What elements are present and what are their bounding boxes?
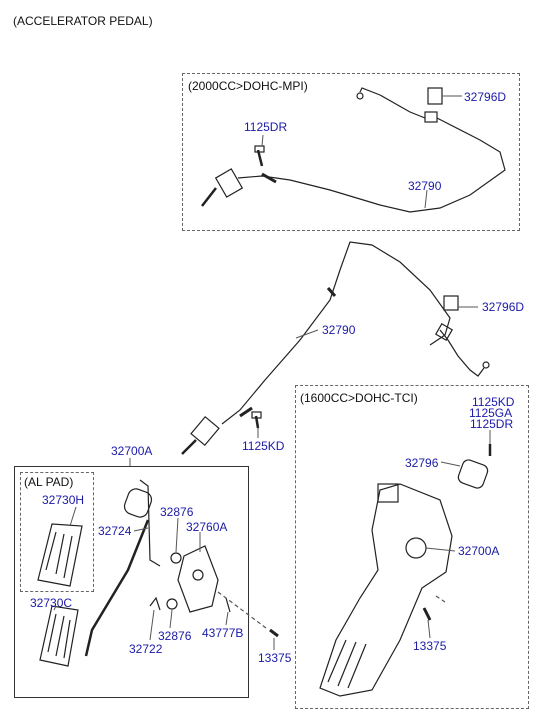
part-label-32796: 32796 bbox=[405, 456, 439, 470]
part-label-32722: 32722 bbox=[129, 642, 163, 656]
part-label-32790-main: 32790 bbox=[322, 323, 356, 337]
part-label-1125kd-tci: 1125KD bbox=[472, 395, 515, 409]
part-label-32730h: 32730H bbox=[42, 493, 85, 507]
pedal-arm bbox=[84, 519, 150, 657]
pedal-pad-32724 bbox=[123, 488, 153, 518]
bushing-32876-top bbox=[170, 552, 182, 564]
part-label-32796d-mpi: 32796D bbox=[464, 90, 507, 104]
mpi-cable-adjuster bbox=[424, 111, 438, 123]
part-label-32876-top: 32876 bbox=[160, 505, 194, 519]
part-label-1125dr-tci: 1125DR bbox=[470, 417, 514, 431]
tci-pedal-32700a bbox=[319, 483, 453, 697]
al-pad-32730h bbox=[37, 523, 83, 587]
tci-nut-13375 bbox=[422, 607, 432, 621]
main-cable-body bbox=[221, 241, 451, 425]
part-label-32876-bottom: 32876 bbox=[158, 629, 192, 643]
spring-32722 bbox=[149, 596, 161, 611]
tci-section-box bbox=[295, 385, 529, 709]
al-pad-label: (AL PAD) bbox=[24, 475, 74, 489]
part-label-13375-tci: 13375 bbox=[413, 639, 447, 653]
mpi-section-box bbox=[182, 73, 520, 231]
mpi-cable-end bbox=[359, 87, 426, 119]
mpi-cable-terminal bbox=[356, 92, 364, 100]
mpi-section-label: (2000CC>DOHC-MPI) bbox=[188, 79, 308, 93]
al-pad-box bbox=[20, 472, 94, 592]
bushing-32876-bottom bbox=[166, 598, 178, 610]
clip-43777b bbox=[225, 597, 231, 613]
nut-13375-left bbox=[269, 628, 279, 638]
mpi-cable-body bbox=[237, 117, 506, 213]
part-label-1125ga: 1125GA bbox=[469, 406, 513, 420]
part-label-1125dr-mpi: 1125DR bbox=[244, 120, 288, 134]
pad-32730c bbox=[39, 605, 79, 667]
mpi-clip-32796d bbox=[427, 87, 443, 105]
part-label-32790-mpi: 32790 bbox=[408, 179, 442, 193]
bracket-32760a bbox=[177, 545, 219, 613]
part-label-32730c: 32730C bbox=[30, 596, 73, 610]
diagram-title: (ACCELERATOR PEDAL) bbox=[13, 14, 153, 28]
part-label-32796d-main: 32796D bbox=[482, 300, 525, 314]
part-label-32760a: 32760A bbox=[186, 520, 228, 534]
main-clip-32796d bbox=[443, 295, 459, 311]
part-label-32700a-left: 32700A bbox=[111, 444, 153, 458]
pedal-assembly-box bbox=[14, 466, 249, 698]
main-cable-bracket bbox=[190, 415, 220, 447]
part-label-13375-left: 13375 bbox=[258, 651, 292, 665]
tci-connector bbox=[377, 483, 399, 503]
mpi-bolt-1125dr bbox=[256, 149, 264, 167]
mpi-cable-bracket bbox=[214, 168, 244, 198]
part-label-1125kd-main: 1125KD bbox=[242, 439, 285, 453]
tci-section-label: (1600CC>DOHC-TCI) bbox=[300, 391, 418, 405]
part-label-32724: 32724 bbox=[98, 524, 132, 538]
main-cable-end bbox=[439, 329, 485, 377]
tci-bracket-32796 bbox=[457, 459, 489, 489]
part-label-43777b: 43777B bbox=[202, 626, 244, 640]
part-label-32700a-tci: 32700A bbox=[458, 544, 500, 558]
